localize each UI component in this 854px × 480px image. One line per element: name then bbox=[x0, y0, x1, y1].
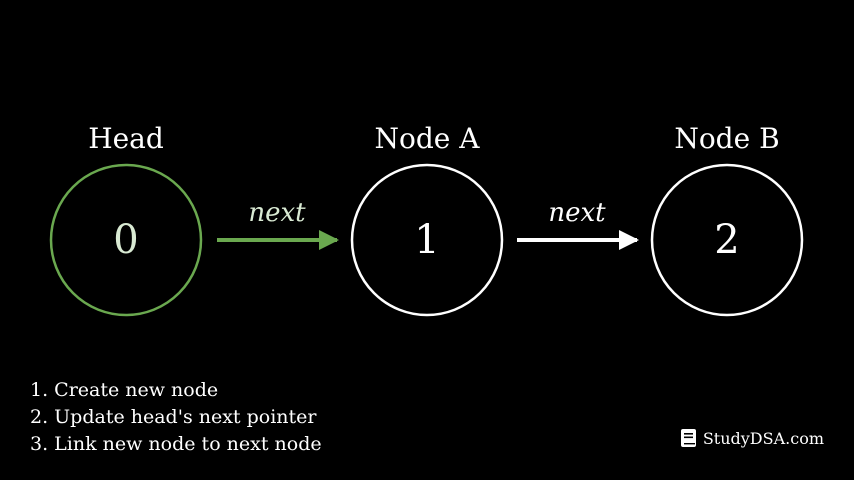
step-item: 3. Link new node to next node bbox=[30, 433, 322, 455]
node-circle-node-a bbox=[350, 163, 504, 317]
steps-list: 1. Create new node 2. Update head's next… bbox=[30, 377, 322, 458]
edge-node-a-to-node-b: next bbox=[517, 198, 639, 250]
node-value-head: 0 bbox=[113, 217, 138, 263]
node-head: Head 0 bbox=[49, 122, 203, 317]
node-label-head: Head bbox=[88, 122, 164, 155]
node-b: Node B 2 bbox=[650, 122, 804, 317]
brand-watermark: StudyDSA.com bbox=[680, 428, 824, 448]
edge-head-to-node-a: next bbox=[217, 198, 339, 250]
book-icon bbox=[680, 428, 698, 448]
node-label-node-a: Node A bbox=[375, 122, 481, 155]
node-a: Node A 1 bbox=[350, 122, 504, 317]
node-circle-node-b bbox=[650, 163, 804, 317]
node-label-node-b: Node B bbox=[674, 122, 779, 155]
node-value-node-b: 2 bbox=[714, 217, 739, 263]
edge-label-next: next bbox=[248, 198, 306, 228]
step-item: 2. Update head's next pointer bbox=[30, 406, 317, 428]
node-circle-head bbox=[49, 163, 203, 317]
brand-name: StudyDSA.com bbox=[702, 428, 824, 448]
edge-label-next: next bbox=[548, 198, 606, 228]
step-item: 1. Create new node bbox=[30, 379, 219, 401]
node-value-node-a: 1 bbox=[414, 217, 439, 263]
